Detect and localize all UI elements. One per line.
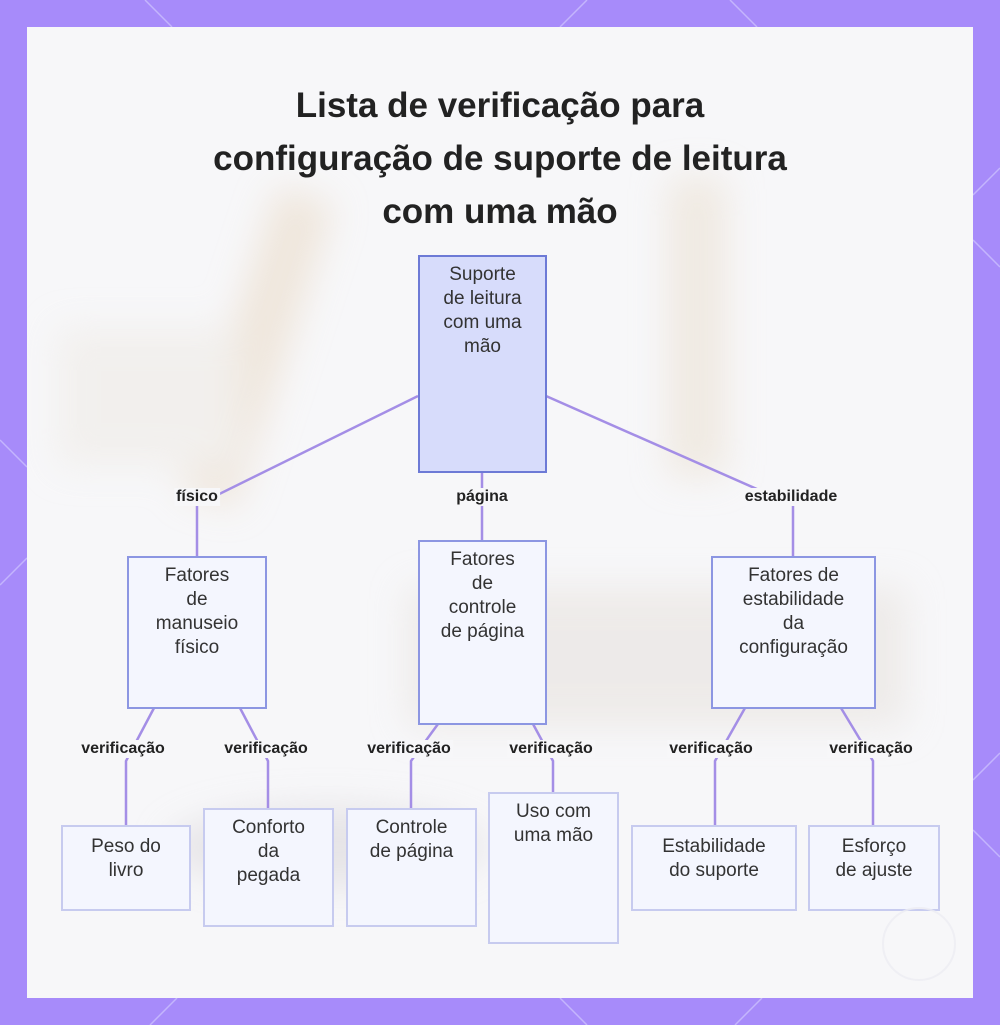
title-line: Lista de verificação para: [295, 86, 705, 125]
node-line: Peso do: [91, 836, 161, 857]
category-node-physical: Fatores de manuseio físico: [127, 556, 267, 709]
node-line: Estabilidade: [662, 836, 766, 857]
leaf-node-book-weight: Peso do livro: [61, 825, 191, 911]
node-line: Esforço: [841, 836, 907, 857]
edge-root-right: [545, 394, 795, 557]
branch-label-page: página: [454, 488, 510, 506]
branch-label-physical: físico: [174, 488, 220, 506]
leaf-node-one-hand-use: Uso com uma mão: [488, 792, 619, 944]
node-line: de ajuste: [835, 860, 913, 881]
node-line: pegada: [236, 865, 301, 886]
edge-root-left: [195, 394, 419, 557]
node-line: da: [257, 841, 280, 862]
node-line: configuração: [739, 637, 848, 658]
category-node-stability: Fatores de estabilidade da configuração: [711, 556, 876, 709]
node-line: controle: [448, 597, 517, 618]
node-line: de: [471, 573, 494, 594]
node-line: Controle: [375, 817, 448, 838]
node-line: de página: [440, 621, 525, 642]
node-line: Fatores: [164, 565, 230, 586]
node-line: Fatores de: [748, 565, 839, 586]
node-line: livro: [108, 860, 144, 881]
node-line: de página: [369, 841, 454, 862]
check-label: verificação: [79, 740, 167, 758]
diagram-title: Lista de verificação para configuração d…: [27, 79, 973, 238]
node-line: Suporte: [449, 264, 516, 285]
node-line: manuseio: [155, 613, 239, 634]
node-line: Conforto: [232, 817, 305, 838]
node-line: uma mão: [513, 825, 594, 846]
node-line: de leitura: [443, 288, 522, 309]
check-label: verificação: [827, 740, 915, 758]
edge-right-effort: [839, 707, 875, 825]
title-line: com uma mão: [382, 192, 618, 231]
title-line: configuração de suporte de leitura: [213, 139, 787, 178]
node-line: físico: [174, 637, 220, 658]
node-line: da: [782, 613, 805, 634]
leaf-node-support-stability: Estabilidade do suporte: [631, 825, 797, 911]
node-line: do suporte: [669, 860, 759, 881]
watermark-logo: [882, 907, 956, 981]
edge-right-stability: [713, 707, 747, 825]
node-line: Uso com: [516, 801, 591, 822]
check-label: verificação: [365, 740, 453, 758]
leaf-node-page-control: Controle de página: [346, 808, 477, 927]
root-node: Suporte de leitura com uma mão: [418, 255, 547, 473]
check-label: verificação: [222, 740, 310, 758]
edge-middle-onehand: [531, 723, 555, 793]
node-line: estabilidade: [742, 589, 845, 610]
node-line: Fatores: [450, 549, 515, 570]
branch-label-stability: estabilidade: [742, 488, 840, 506]
check-label: verificação: [667, 740, 755, 758]
edge-left-weight: [124, 707, 156, 825]
node-line: de: [186, 589, 208, 610]
leaf-node-adjust-effort: Esforço de ajuste: [808, 825, 940, 911]
node-line: com uma: [443, 312, 522, 333]
node-line: mão: [464, 336, 501, 357]
diagram-card: Lista de verificação para configuração d…: [27, 27, 973, 998]
leaf-node-grip-comfort: Conforto da pegada: [203, 808, 334, 927]
category-node-page: Fatores de controle de página: [418, 540, 547, 725]
check-label: verificação: [507, 740, 595, 758]
edge-left-comfort: [238, 707, 270, 809]
edge-middle-pagecontrol: [409, 723, 440, 809]
